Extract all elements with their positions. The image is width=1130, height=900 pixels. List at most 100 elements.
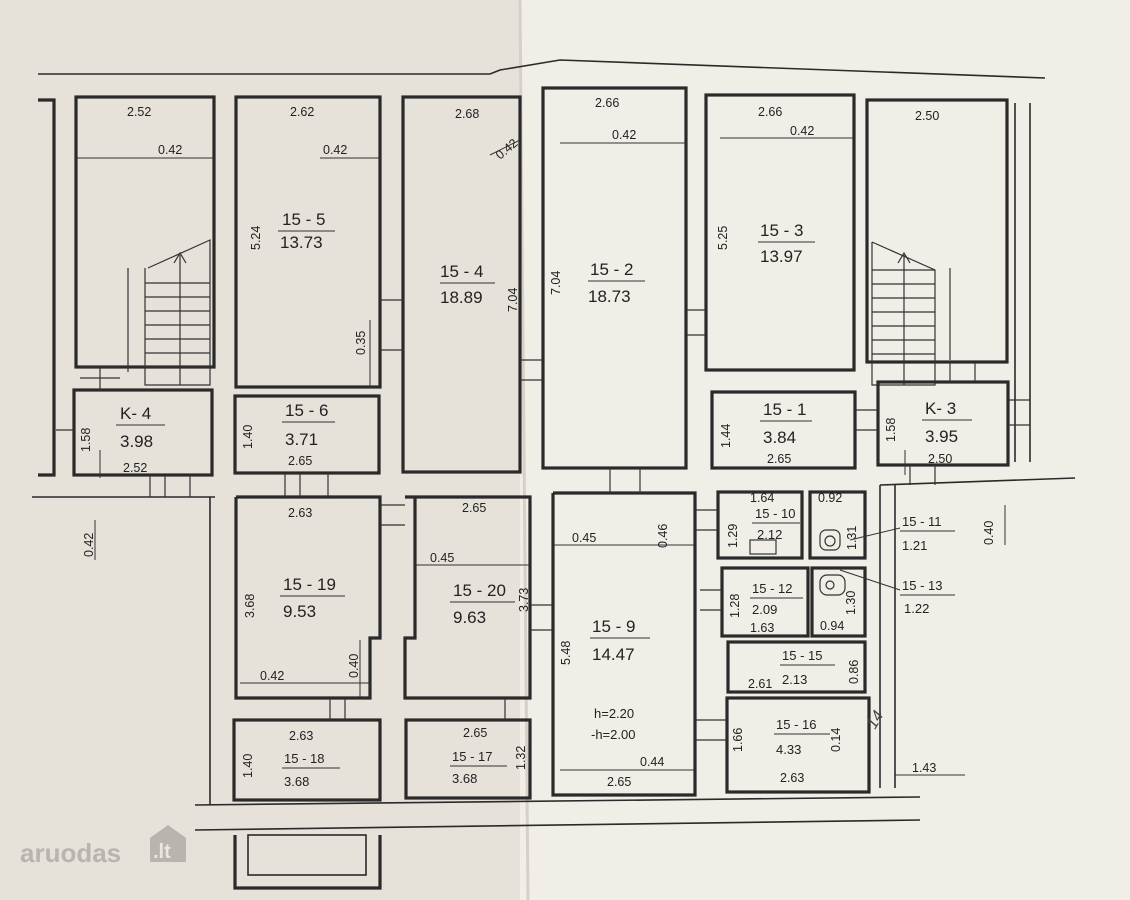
dim-label: 1.66 (731, 728, 745, 752)
dim-label: 3.73 (517, 588, 531, 612)
room-area: 1.21 (902, 538, 927, 553)
dim-label: 0.42 (260, 669, 284, 683)
dim-label: 2.63 (288, 506, 312, 520)
room-area: 9.63 (453, 608, 486, 627)
room-stair-right (865, 98, 1009, 364)
room-area: 9.53 (283, 602, 316, 621)
room-15-20 (403, 495, 532, 700)
room-area: 3.71 (285, 430, 318, 449)
sink-icon (819, 574, 846, 596)
room-15-16 (725, 696, 871, 794)
watermark-text: aruodas (20, 838, 121, 868)
dim-label: 0.86 (847, 660, 861, 684)
room-area: 18.89 (440, 288, 483, 307)
room-id: 15 - 19 (283, 575, 336, 594)
dim-label: 0.94 (820, 619, 844, 633)
room-area: 3.68 (452, 771, 477, 786)
dim-label: 0.42 (790, 124, 814, 138)
dim-label: 0.45 (572, 531, 596, 545)
room-area: 3.95 (925, 427, 958, 446)
room-id: 15 - 5 (282, 210, 325, 229)
outer-walls (32, 59, 1076, 890)
room-15-15 (726, 640, 867, 694)
room-15-3 (704, 93, 856, 372)
dim-label: 7.04 (549, 271, 563, 295)
room-15-10 (716, 490, 804, 560)
room-id: 15 - 13 (902, 578, 942, 593)
room-15-17 (404, 718, 532, 800)
room-id: 15 - 18 (284, 751, 324, 766)
room-area: 1.22 (904, 601, 929, 616)
dimension-lines (76, 137, 1006, 776)
room-15-9 (551, 491, 697, 797)
dim-label: 0.42 (612, 128, 636, 142)
room-id: 15 - 17 (452, 749, 492, 764)
room-id: K- 4 (120, 404, 151, 423)
ceiling-height-low: -h=2.00 (591, 727, 635, 742)
room-area: 3.84 (763, 428, 796, 447)
middle-rooms (72, 380, 1010, 477)
room-area: 13.73 (280, 233, 323, 252)
ceiling-height: h=2.20 (594, 706, 634, 721)
room-id: 15 - 11 (902, 514, 942, 529)
dim-label: 2.50 (915, 109, 939, 123)
room-area: 4.33 (776, 742, 801, 757)
dim-label: 1.28 (728, 594, 742, 618)
room-area: 13.97 (760, 247, 803, 266)
openings (56, 299, 1030, 741)
room-labels: 15 - 5 13.73 15 - 4 18.89 15 - 2 18.73 1… (116, 210, 972, 789)
watermark-house-icon (150, 825, 186, 862)
dim-label: 1.43 (912, 761, 936, 775)
room-15-5 (234, 95, 382, 389)
room-id: 15 - 2 (590, 260, 633, 279)
watermark: aruodas .lt (20, 825, 186, 868)
stair-right (871, 241, 951, 386)
dim-label: 0.46 (656, 524, 670, 548)
room-area: 2.09 (752, 602, 777, 617)
room-area: 14.47 (592, 645, 635, 664)
dim-label: 1.30 (844, 591, 858, 615)
room-id: 15 - 15 (782, 648, 822, 663)
dim-label: 2.65 (463, 726, 487, 740)
room-id: 15 - 20 (453, 581, 506, 600)
dim-label: 2.50 (928, 452, 952, 466)
room-15-11 (808, 490, 867, 560)
dim-label: 0.42 (82, 533, 96, 557)
dim-label: 1.40 (241, 754, 255, 778)
room-id: 15 - 1 (763, 400, 806, 419)
room-area: 2.13 (782, 672, 807, 687)
dim-label: 5.25 (716, 226, 730, 250)
dim-label: 0.42 (158, 143, 182, 157)
room-id: 15 - 4 (440, 262, 483, 281)
room-area: 3.98 (120, 432, 153, 451)
dim-label: 1.58 (79, 428, 93, 452)
paper-right (520, 0, 1130, 900)
dim-label: 2.63 (289, 729, 313, 743)
dim-label: 0.40 (347, 654, 361, 678)
room-15-13 (810, 566, 867, 638)
stair-left (127, 239, 211, 386)
handwritten-note: 14 (864, 708, 888, 732)
room-id: 15 - 9 (592, 617, 635, 636)
dim-label: 2.65 (288, 454, 312, 468)
dim-label: 0.14 (829, 728, 843, 752)
dim-label: 1.32 (514, 746, 528, 770)
room-15-4 (401, 95, 522, 474)
dim-label: 1.40 (241, 425, 255, 449)
dim-label: 7.04 (506, 288, 520, 312)
dim-label: 5.24 (249, 226, 263, 250)
room-area: 2.12 (757, 527, 782, 542)
dim-label: 1.29 (726, 524, 740, 548)
room-15-6 (233, 394, 381, 475)
dim-label: 1.58 (884, 418, 898, 442)
room-15-19 (234, 495, 382, 700)
dim-label: 0.40 (982, 521, 996, 545)
room-id: 15 - 3 (760, 221, 803, 240)
dim-label: 2.52 (123, 461, 147, 475)
dim-label: 2.65 (462, 501, 486, 515)
shower-icon (749, 539, 777, 555)
toilet-icon (819, 529, 841, 551)
dim-label: 2.66 (595, 96, 619, 110)
dim-label: 0.42 (323, 143, 347, 157)
